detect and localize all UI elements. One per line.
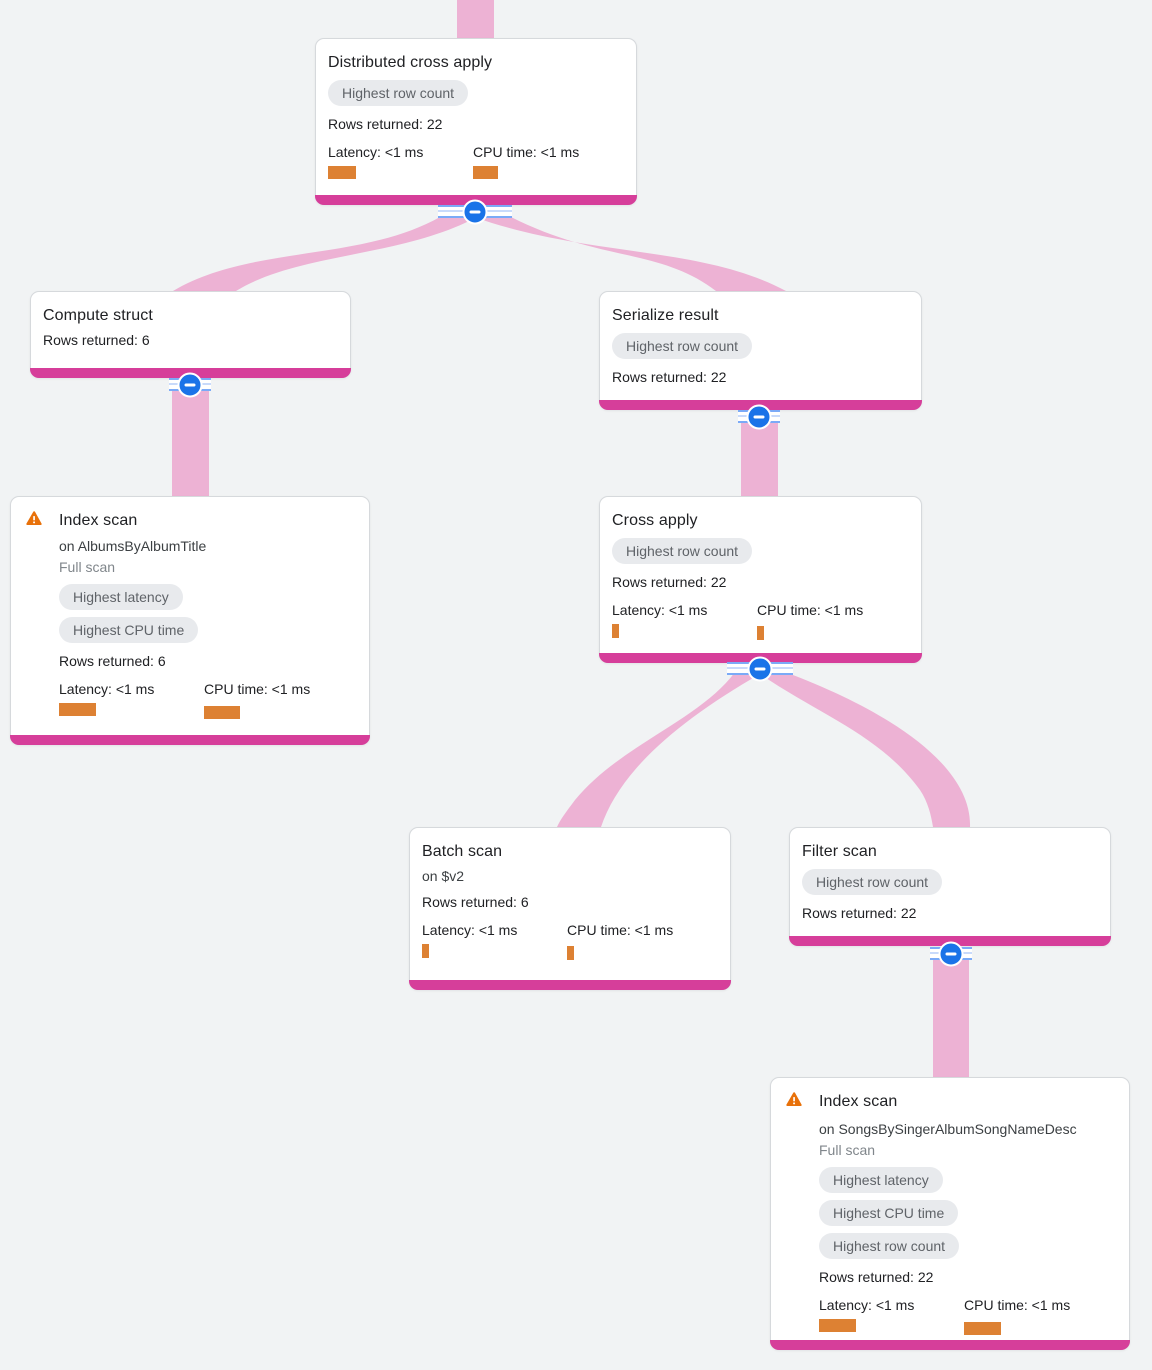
collapse-button-serialize-result[interactable] xyxy=(738,404,780,429)
cpu-bar xyxy=(204,706,240,719)
collapse-button-distributed-cross-apply[interactable] xyxy=(438,199,512,224)
latency-metric: Latency: <1 ms xyxy=(422,921,567,960)
warning-icon xyxy=(26,511,42,526)
node-accent-bar xyxy=(770,1340,1130,1350)
rows-returned-label: Rows returned: 6 xyxy=(422,894,529,910)
cpu-metric: CPU time: <1 ms xyxy=(473,143,618,179)
edge-into-root xyxy=(457,0,494,40)
node-index-scan-albums[interactable]: Index scan on AlbumsByAlbumTitle Full sc… xyxy=(10,496,370,745)
latency-metric: Latency: <1 ms xyxy=(612,601,757,640)
badge-highest-row-count: Highest row count xyxy=(802,869,943,895)
badge-highest-row-count: Highest row count xyxy=(612,333,753,359)
node-title: Index scan xyxy=(819,1093,898,1110)
collapse-minus-icon[interactable] xyxy=(177,372,203,397)
node-subtitle: on AlbumsByAlbumTitle xyxy=(59,538,207,554)
latency-metric: Latency: <1 ms xyxy=(819,1296,964,1335)
collapse-button-compute-struct[interactable] xyxy=(169,372,211,397)
node-cross-apply[interactable]: Cross apply Highest row count Rows retur… xyxy=(599,496,922,663)
badge-highest-latency: Highest latency xyxy=(59,584,183,610)
node-subtitle: on $v2 xyxy=(422,868,465,884)
edge-compute-struct-to-index-scan xyxy=(172,384,209,497)
node-title: Index scan xyxy=(59,512,138,529)
rows-returned-label: Rows returned: 22 xyxy=(819,1269,934,1285)
edge-root-to-serialize-result xyxy=(474,217,786,299)
node-accent-bar xyxy=(409,980,731,990)
rows-returned-label: Rows returned: 22 xyxy=(612,369,727,385)
rows-returned-label: Rows returned: 6 xyxy=(59,653,166,669)
edge-root-to-compute-struct xyxy=(173,217,477,299)
latency-metric: Latency: <1 ms xyxy=(328,143,473,179)
rows-returned-label: Rows returned: 6 xyxy=(43,332,150,348)
cpu-bar xyxy=(567,946,574,960)
edge-cross-apply-to-batch-scan xyxy=(557,672,760,835)
edge-filter-scan-to-index-scan xyxy=(933,948,969,1078)
rows-returned-label: Rows returned: 22 xyxy=(802,905,917,921)
cpu-metric: CPU time: <1 ms xyxy=(567,921,712,960)
badge-highest-row-count: Highest row count xyxy=(328,80,469,106)
collapse-button-filter-scan[interactable] xyxy=(930,941,972,966)
collapse-minus-icon[interactable] xyxy=(938,941,964,966)
cpu-bar xyxy=(964,1322,1001,1335)
node-accent-bar xyxy=(10,735,370,745)
collapse-minus-icon[interactable] xyxy=(746,404,772,429)
badge-highest-cpu-time: Highest CPU time xyxy=(59,617,199,643)
collapse-minus-icon[interactable] xyxy=(462,199,488,224)
node-filter-scan[interactable]: Filter scan Highest row count Rows retur… xyxy=(789,827,1111,946)
node-distributed-cross-apply[interactable]: Distributed cross apply Highest row coun… xyxy=(315,38,637,205)
node-title: Compute struct xyxy=(43,307,153,324)
node-title: Serialize result xyxy=(612,307,719,324)
node-index-scan-songs[interactable]: Index scan on SongsBySingerAlbumSongName… xyxy=(770,1077,1130,1350)
cpu-bar xyxy=(473,166,498,179)
node-title: Filter scan xyxy=(802,843,877,860)
cpu-metric: CPU time: <1 ms xyxy=(964,1296,1109,1335)
edge-cross-apply-to-filter-scan xyxy=(760,672,971,835)
latency-bar xyxy=(612,624,619,638)
latency-metric: Latency: <1 ms xyxy=(59,680,204,719)
collapse-button-cross-apply[interactable] xyxy=(727,656,793,681)
latency-bar xyxy=(422,944,429,958)
node-serialize-result[interactable]: Serialize result Highest row count Rows … xyxy=(599,291,922,410)
node-compute-struct[interactable]: Compute struct Rows returned: 6 xyxy=(30,291,351,378)
rows-returned-label: Rows returned: 22 xyxy=(328,116,443,132)
scan-type-label: Full scan xyxy=(59,559,116,575)
node-subtitle: on SongsBySingerAlbumSongNameDesc xyxy=(819,1121,1077,1137)
node-title: Cross apply xyxy=(612,512,698,529)
node-batch-scan[interactable]: Batch scan on $v2 Rows returned: 6 Laten… xyxy=(409,827,731,990)
collapse-minus-icon[interactable] xyxy=(747,656,773,681)
edge-serialize-result-to-cross-apply xyxy=(741,414,778,497)
badge-highest-row-count: Highest row count xyxy=(612,538,753,564)
node-title: Distributed cross apply xyxy=(328,54,493,71)
node-title: Batch scan xyxy=(422,843,503,860)
latency-bar xyxy=(819,1319,856,1332)
scan-type-label: Full scan xyxy=(819,1142,876,1158)
badge-highest-latency: Highest latency xyxy=(819,1167,943,1193)
latency-bar xyxy=(328,166,356,179)
cpu-bar xyxy=(757,626,764,640)
rows-returned-label: Rows returned: 22 xyxy=(612,574,727,590)
badge-highest-row-count: Highest row count xyxy=(819,1233,960,1259)
warning-icon xyxy=(786,1092,802,1107)
badge-highest-cpu-time: Highest CPU time xyxy=(819,1200,959,1226)
cpu-metric: CPU time: <1 ms xyxy=(204,680,349,719)
cpu-metric: CPU time: <1 ms xyxy=(757,601,902,640)
latency-bar xyxy=(59,703,96,716)
